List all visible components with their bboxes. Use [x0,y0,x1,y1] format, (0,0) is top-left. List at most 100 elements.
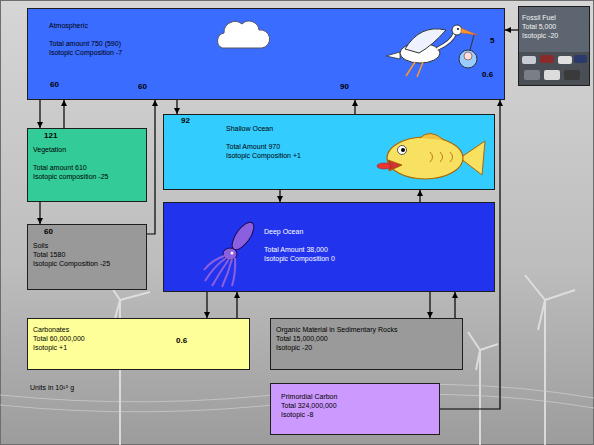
flux-arrow [236,292,237,318]
reservoir-name: Shallow Ocean [226,124,489,133]
stork-illustration [457,28,459,30]
cloud-illustration [218,21,270,48]
fish-illustration [460,141,485,175]
wind-turbines [120,292,150,300]
reservoir-value: Isotopic Composition +1 [226,151,489,160]
stork-illustration [386,25,478,77]
flux-value: 90 [340,82,349,91]
reservoir-value: Total 324,000,000 [281,401,429,410]
reservoir-box: Organic Material in Sedimentary RocksTot… [270,318,463,370]
reservoir-value: Total 1580 [33,250,141,259]
squid-illustration [204,219,258,287]
stork-illustration [461,28,478,35]
stork-illustration [437,33,455,49]
flux-arrow [454,292,455,318]
reservoir-value: Total amount 750 (590) [49,39,496,48]
fish-illustration [398,146,407,155]
reservoir-name: Vegetation [33,145,141,154]
reservoir-box: AtmosphericTotal amount 750 (590)Isotopi… [27,8,505,100]
reservoir-name: Deep Ocean [264,227,489,236]
flux-value: 5 [490,36,494,45]
traffic-photo [519,52,589,85]
reservoir-value: Total Amount 38,000 [264,245,489,254]
fish-illustration [430,152,453,162]
reservoir-value: Total 15,000,000 [276,334,457,343]
reservoir-name: Atmospheric [49,21,496,30]
flux-arrow [440,100,500,409]
reservoir-name: Fossil Fuel [522,13,586,22]
traffic-photo [564,70,580,80]
traffic-photo [544,70,560,80]
fish-illustration [387,137,463,179]
flux-arrow [206,292,207,318]
reservoir-box: Primordial CarbonTotal 324,000,000Isotop… [270,383,440,435]
flux-arrow [39,202,40,224]
reservoir-value: Isotopic +1 [33,343,244,352]
reservoir-value: Total Amount 970 [226,142,489,151]
cloud-illustration [218,21,270,48]
reservoir-value: Total 5,000 [522,22,586,31]
traffic-photo [519,52,589,85]
reservoir-value: Isotopic -20 [522,31,586,40]
wind-turbines [545,290,575,300]
traffic-photo [574,55,587,63]
wind-turbines [476,350,480,370]
flux-arrow [419,190,420,202]
reservoir-value: Isotopic -20 [276,343,457,352]
reservoir-value: Total 60,000,000 [33,334,244,343]
fish-illustration [420,133,444,140]
reservoir-name: Soils [33,241,141,250]
reservoir-box: Deep OceanTotal Amount 38,000Isotopic Co… [163,202,495,292]
reservoir-name: Primordial Carbon [281,392,429,401]
stork-illustration [459,50,477,68]
stork-illustration [464,52,472,60]
reservoir-value: Isotopic Composition -7 [49,48,496,57]
traffic-photo [522,56,536,64]
reservoir-value: Isotopic -8 [281,410,429,419]
traffic-photo [540,55,554,63]
wind-turbines [480,344,498,350]
fish-illustration [377,133,485,179]
wind-turbines [544,300,546,445]
fish-illustration [401,148,405,152]
traffic-photo [524,70,540,80]
wind-turbines [538,300,545,330]
flux-arrow [354,100,355,114]
reservoir-name: Organic Material in Sedimentary Rocks [276,325,457,334]
reservoir-value: Total amount 610 [33,163,141,172]
flux-value: 60 [50,80,59,89]
wind-turbines [479,350,481,445]
reservoir-value: Isotopic Composition -25 [33,259,141,268]
stork-illustration [386,52,400,59]
flux-arrow [505,29,518,30]
reservoir-name: Carbonates [33,325,244,334]
flux-value: 60 [138,82,147,91]
stork-illustration [452,25,462,35]
stork-illustration [437,33,455,49]
flux-value: 92 [181,116,190,125]
flux-arrow [63,100,64,128]
wind-turbines [525,275,545,300]
flux-arrow [39,100,40,128]
traffic-photo [558,56,572,64]
fish-illustration [377,163,391,169]
flux-value: 60 [44,227,53,236]
flux-value: 121 [44,131,57,140]
reservoir-value: Isotopic Composition 0 [264,254,489,263]
squid-illustration [204,256,235,287]
flux-arrow [429,292,430,318]
units-note: Units in 10¹⁵ g [30,383,74,392]
flux-arrow [176,100,177,114]
flux-value: 0.6 [176,336,187,345]
reservoir-box: Shallow OceanTotal Amount 970Isotopic Co… [163,114,495,190]
stork-illustration [470,35,474,50]
flux-arrow [147,100,155,234]
flux-value: 0.6 [482,70,493,79]
squid-illustration [231,252,234,255]
